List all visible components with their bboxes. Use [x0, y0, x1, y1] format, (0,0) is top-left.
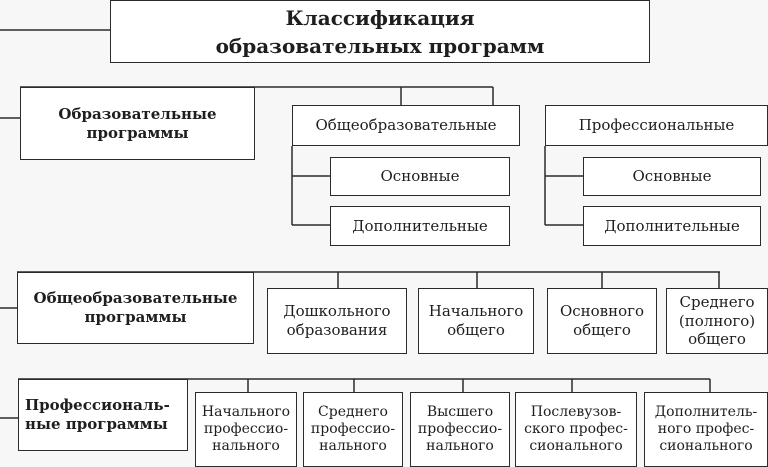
general-primary-line1: Начального: [428, 302, 524, 321]
general-preschool: Дошкольного образования: [267, 288, 407, 354]
group-general-additional-label: Дополнительные: [352, 216, 488, 235]
general-secondary-line3: общего: [688, 330, 746, 349]
group-general: Общеобразовательные: [292, 105, 520, 146]
prof-higher-line1: Высшего: [426, 404, 494, 421]
general-primary: Начального общего: [418, 288, 534, 354]
prof-primary-line1: Начального: [201, 404, 291, 421]
general-basic-line2: общего: [573, 321, 631, 339]
prof-postgraduate-line1: Послевузов-: [530, 404, 622, 421]
general-primary-line2: общего: [447, 321, 505, 339]
root-title-line1: Классификация: [285, 5, 475, 30]
section1-header-line2: программы: [86, 123, 189, 142]
general-secondary-line1: Среднего: [679, 292, 755, 311]
section2-header-line1: Общеобразовательные: [33, 289, 238, 308]
section3-header-line1: Профессиональ-: [25, 396, 170, 415]
prof-higher: Высшего профессио- нального: [410, 392, 510, 467]
general-basic-line1: Основного: [559, 302, 645, 321]
prof-primary: Начального профессио- нального: [195, 392, 297, 467]
general-secondary: Среднего (полного) общего: [666, 288, 768, 354]
general-preschool-line2: образования: [286, 321, 388, 339]
prof-secondary-line3: нального: [319, 437, 387, 454]
root-title-line2: образовательных программ: [215, 33, 545, 58]
group-general-label: Общеобразовательные: [315, 116, 497, 135]
prof-additional-line2: ного профес-: [657, 421, 755, 438]
group-professional-additional-label: Дополнительные: [604, 216, 740, 235]
group-professional-additional: Дополнительные: [583, 206, 761, 246]
group-general-additional: Дополнительные: [330, 206, 510, 246]
prof-postgraduate-line2: ского профес-: [524, 421, 628, 438]
general-secondary-line2: (полного): [678, 311, 756, 330]
root-node: Классификация образовательных программ: [110, 0, 650, 63]
prof-higher-line3: нального: [426, 437, 494, 454]
group-professional: Профессиональные: [545, 105, 768, 146]
prof-higher-line2: профессио-: [417, 421, 503, 438]
group-professional-label: Профессиональные: [578, 116, 735, 135]
prof-primary-line3: нального: [212, 437, 280, 454]
prof-additional-line1: Дополнитель-: [654, 404, 758, 421]
general-preschool-line1: Дошкольного: [283, 302, 391, 321]
general-basic: Основного общего: [547, 288, 657, 354]
section2-header-line2: программы: [84, 308, 187, 326]
section3-header: Профессиональ- ные программы: [18, 379, 188, 451]
prof-additional: Дополнитель- ного профес- сионального: [644, 392, 768, 467]
group-professional-basic: Основные: [583, 157, 761, 196]
prof-postgraduate-line3: сионального: [529, 437, 623, 454]
group-general-basic-label: Основные: [380, 167, 460, 186]
section1-header: Образовательные программы: [20, 87, 255, 160]
prof-secondary-line1: Среднего: [318, 404, 388, 421]
group-general-basic: Основные: [330, 157, 510, 196]
prof-postgraduate: Послевузов- ского профес- сионального: [515, 392, 637, 467]
section3-header-line2: ные программы: [25, 415, 168, 433]
prof-secondary: Среднего профессио- нального: [303, 392, 403, 467]
group-professional-basic-label: Основные: [632, 167, 712, 186]
prof-primary-line2: профессио-: [203, 421, 289, 438]
section2-header: Общеобразовательные программы: [17, 272, 254, 344]
section1-header-line1: Образовательные: [58, 104, 217, 123]
prof-secondary-line2: профессио-: [310, 421, 396, 438]
prof-additional-line3: сионального: [659, 437, 753, 454]
